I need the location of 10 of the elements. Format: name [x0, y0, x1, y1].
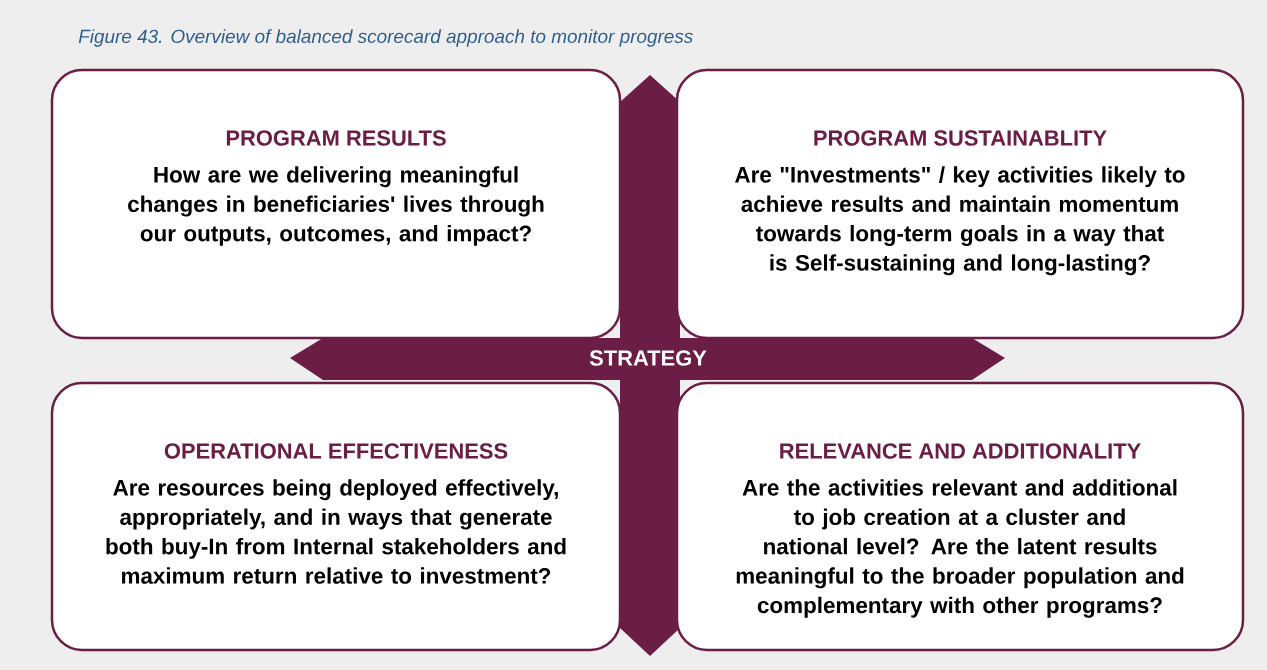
box-heading: PROGRAM SUSTAINABLITY [814, 130, 1107, 146]
box-heading: RELEVANCE AND ADDITIONALITY [780, 443, 1141, 459]
center-label: STRATEGY [589, 350, 707, 366]
box-heading: PROGRAM RESULTS [226, 130, 446, 146]
box-question: Are the activities relevant and additional to job creation at a cluster and national level? Are the latent results meaningful to the broader population and complementary with other programs? [736, 479, 1184, 618]
box-question: Are resources being deployed effectively, appropriately, and in ways that generate both buy-In from Internal stakeholders and maximum return relative to investment? [106, 479, 566, 584]
box-question: How are we delivering meaningful changes in beneficiaries' lives through our outputs, outcomes, and impact? [128, 166, 544, 246]
box-heading: OPERATIONAL EFFECTIVENESS [164, 443, 508, 459]
box-question: Are "Investments" / key activities likely to achieve results and maintain momentum towards long-term goals in a way that is Self-sustaining and long-lasting? [735, 166, 1185, 276]
figure-title: Figure 43. Overview of balanced scorecard approach to monitor progress [78, 29, 693, 47]
